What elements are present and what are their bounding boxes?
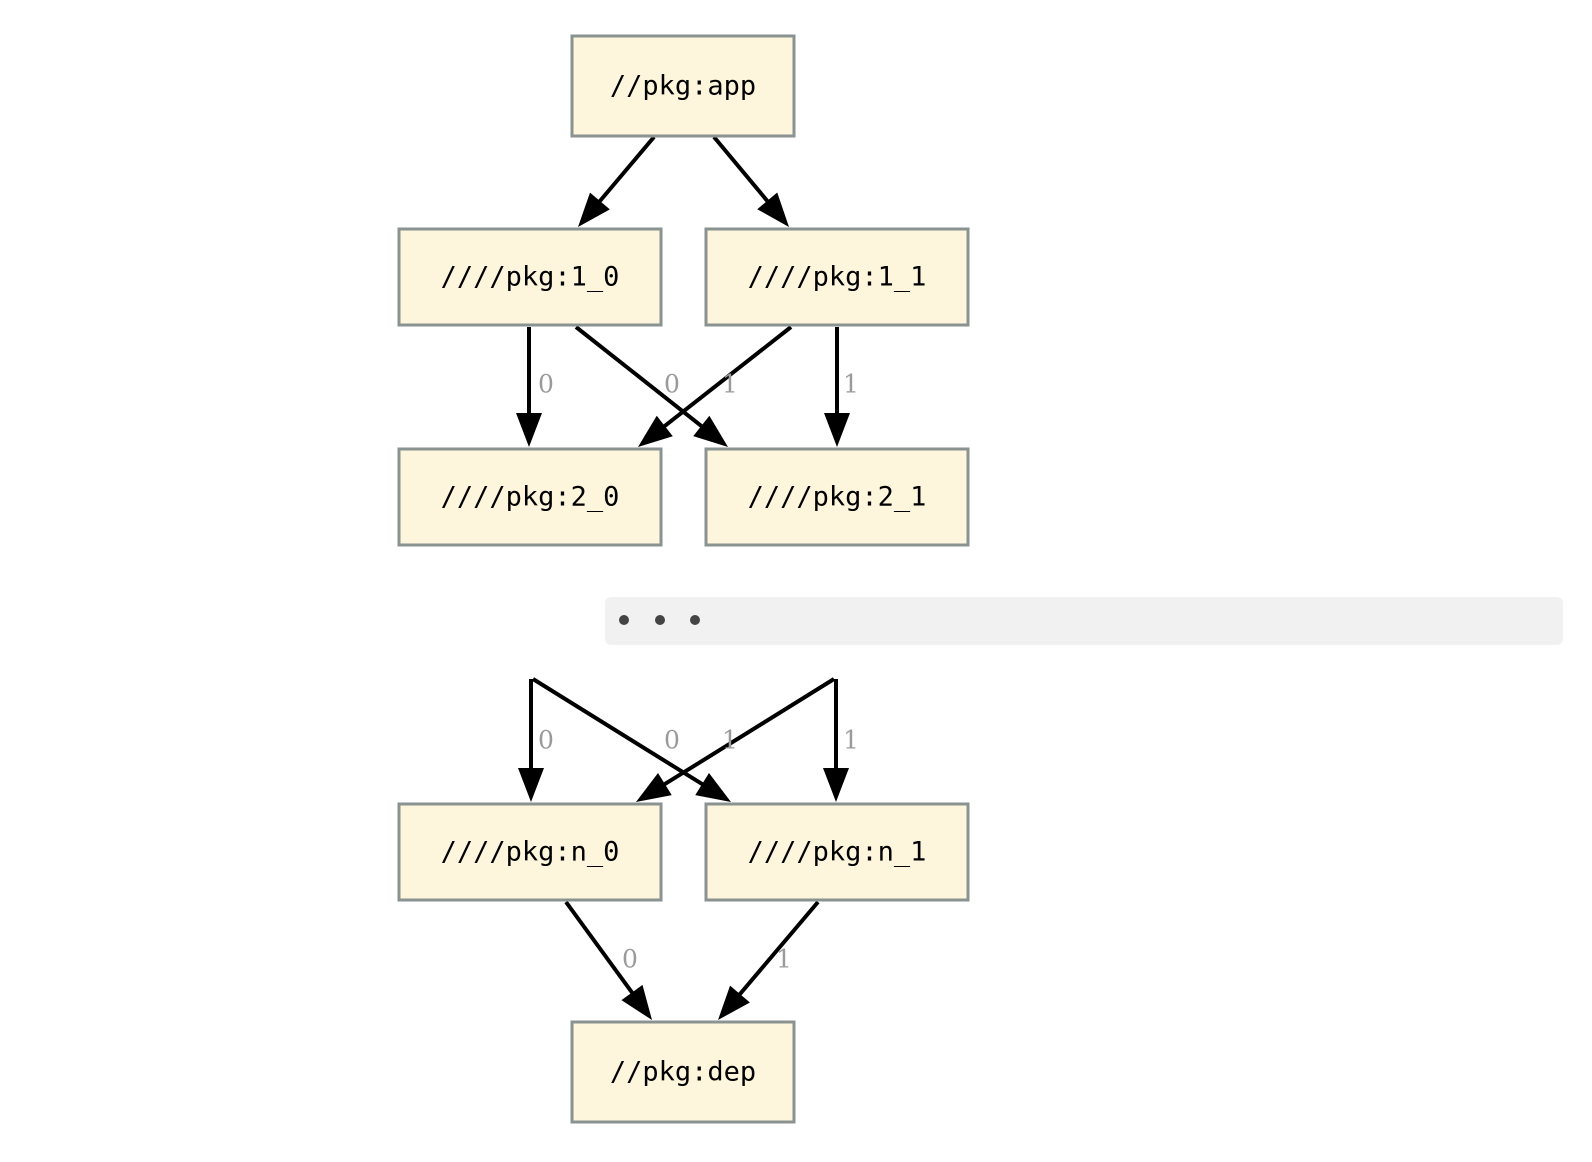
node-label: //pkg:dep bbox=[610, 1057, 756, 1088]
node-label: ////pkg:n_0 bbox=[441, 837, 620, 868]
node-n2_0[interactable]: ////pkg:2_0 bbox=[397, 447, 663, 547]
node-box[interactable] bbox=[397, 802, 663, 902]
edge-label: 0 bbox=[538, 370, 554, 399]
node-box[interactable] bbox=[397, 447, 663, 547]
edge-arrowhead bbox=[638, 415, 673, 447]
edge-n1_1-to-n2_1: 1 bbox=[824, 327, 859, 447]
edge-n1_1-to-n2_0: 1 bbox=[638, 325, 793, 447]
node-box[interactable] bbox=[704, 802, 970, 902]
node-app[interactable]: //pkg:app bbox=[570, 34, 796, 138]
edge-arrowhead bbox=[718, 985, 750, 1020]
edge-label: 0 bbox=[664, 726, 680, 755]
edge-nn_1-to-dep: 1 bbox=[718, 900, 820, 1020]
edge-arrowhead bbox=[757, 192, 789, 227]
edge-line bbox=[712, 135, 773, 207]
ellipsis-layer bbox=[605, 597, 1563, 645]
edge-arrowhead bbox=[516, 413, 542, 447]
node-label: ////pkg:1_0 bbox=[441, 262, 620, 293]
node-box[interactable] bbox=[570, 34, 796, 138]
edge-line bbox=[531, 677, 709, 789]
ellipsis-dot-0 bbox=[619, 615, 629, 625]
node-nn_0[interactable]: ////pkg:n_0 bbox=[397, 802, 663, 902]
edge-arrowhead bbox=[518, 768, 544, 802]
ellipsis-dot-1 bbox=[655, 615, 665, 625]
edge-hidden-to-nn_1: 1 bbox=[823, 679, 859, 802]
edge-line bbox=[574, 325, 708, 432]
edge-hidden-to-nn_1: 0 bbox=[531, 677, 731, 802]
node-box[interactable] bbox=[704, 447, 970, 547]
ellipsis-dot-2 bbox=[690, 615, 700, 625]
nodes-layer: //pkg:app ////pkg:1_0 ////pkg:1_1 ////pkg:2… bbox=[397, 34, 970, 1124]
node-box[interactable] bbox=[704, 227, 970, 327]
edge-hidden-to-nn_0: 1 bbox=[636, 677, 836, 802]
edge-label: 0 bbox=[622, 945, 638, 974]
edge-arrowhead bbox=[824, 413, 850, 447]
edge-label: 1 bbox=[843, 726, 859, 755]
ellipsis-band bbox=[605, 597, 1563, 645]
edge-line bbox=[658, 325, 793, 432]
node-label: ////pkg:1_1 bbox=[748, 262, 927, 293]
node-nn_1[interactable]: ////pkg:n_1 bbox=[704, 802, 970, 902]
node-label: ////pkg:2_0 bbox=[441, 482, 620, 513]
node-n2_1[interactable]: ////pkg:2_1 bbox=[704, 447, 970, 547]
edge-line bbox=[564, 900, 638, 999]
node-label: //pkg:app bbox=[610, 71, 756, 102]
edge-arrowhead bbox=[578, 192, 610, 227]
edge-app-to-n1_0 bbox=[578, 135, 656, 227]
edge-nn_0-to-dep: 0 bbox=[564, 900, 652, 1020]
edge-label: 0 bbox=[664, 370, 680, 399]
edge-line bbox=[594, 135, 656, 207]
node-n1_0[interactable]: ////pkg:1_0 bbox=[397, 227, 663, 327]
edge-arrowhead bbox=[621, 984, 652, 1020]
edge-label: 1 bbox=[722, 370, 738, 399]
edge-hidden-to-nn_0: 0 bbox=[518, 679, 554, 802]
node-box[interactable] bbox=[570, 1020, 796, 1124]
edge-arrowhead bbox=[823, 768, 849, 802]
node-label: ////pkg:n_1 bbox=[748, 837, 927, 868]
edge-arrowhead bbox=[693, 415, 728, 447]
node-dep[interactable]: //pkg:dep bbox=[570, 1020, 796, 1124]
node-box[interactable] bbox=[397, 227, 663, 327]
node-label: ////pkg:2_1 bbox=[748, 482, 927, 513]
edges-layer: 0 0 1 1 0 0 1 1 0 1 bbox=[516, 135, 859, 1020]
edge-label: 0 bbox=[538, 726, 554, 755]
edge-app-to-n1_1 bbox=[712, 135, 789, 227]
edge-arrowhead bbox=[636, 773, 672, 802]
edge-n1_0-to-n2_0: 0 bbox=[516, 327, 554, 447]
edge-label: 1 bbox=[722, 726, 738, 755]
edge-line bbox=[658, 677, 836, 789]
node-n1_1[interactable]: ////pkg:1_1 bbox=[704, 227, 970, 327]
edge-line bbox=[734, 900, 820, 1000]
edge-arrowhead bbox=[695, 773, 731, 802]
edge-label: 1 bbox=[776, 945, 792, 974]
edge-label: 1 bbox=[843, 370, 859, 399]
